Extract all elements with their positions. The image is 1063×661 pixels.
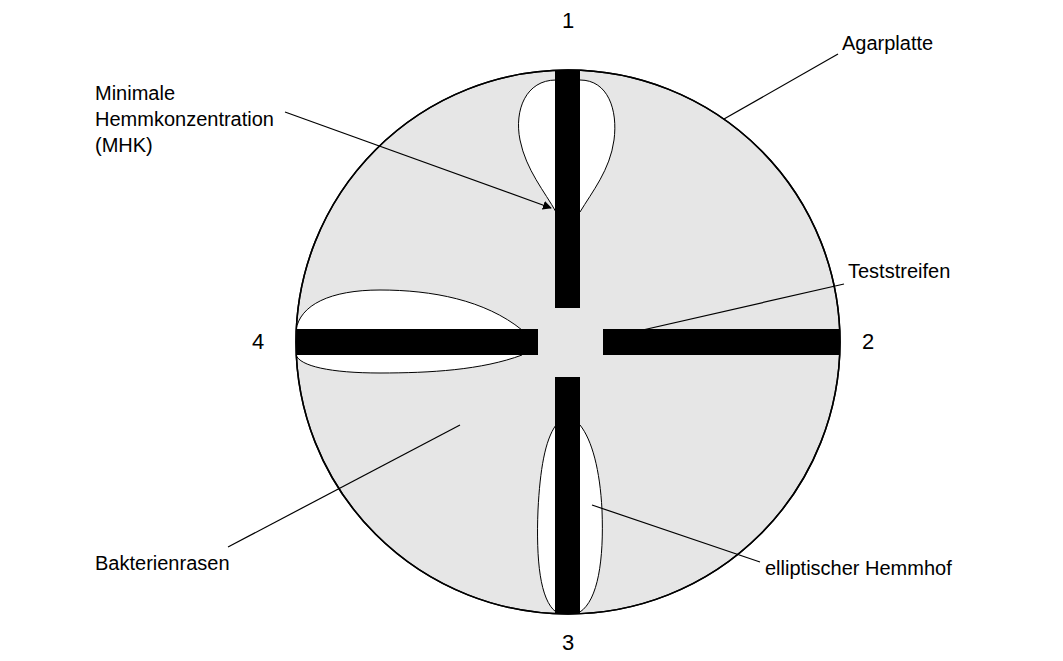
leader-arrow xyxy=(285,112,551,208)
test-strip xyxy=(555,60,580,308)
annotation-label: Teststreifen xyxy=(848,258,950,284)
leader-line xyxy=(724,54,838,119)
annotation-label: Minimale Hemmkonzentration (MHK) xyxy=(95,80,274,158)
leader-line xyxy=(592,505,760,562)
agar-plate-rim xyxy=(296,70,840,614)
annotation-label: elliptischer Hemmhof xyxy=(765,555,952,581)
callout-number: 1 xyxy=(562,8,574,34)
test-strip xyxy=(555,377,580,627)
annotation-label: Agarplatte xyxy=(842,30,933,56)
leader-line xyxy=(612,284,844,337)
callout-number: 4 xyxy=(252,329,264,355)
callout-number: 2 xyxy=(862,329,874,355)
test-strip xyxy=(603,329,848,355)
annotation-label: Bakterienrasen xyxy=(95,550,230,576)
callout-number: 3 xyxy=(562,630,574,656)
leader-line xyxy=(228,425,460,547)
test-strip xyxy=(290,329,538,355)
